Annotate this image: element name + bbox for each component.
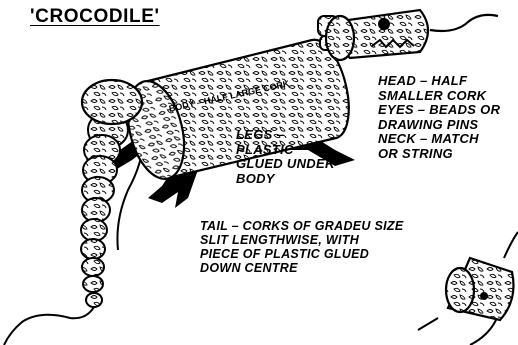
- tail-string: [4, 307, 94, 345]
- hip-cork: [82, 80, 142, 124]
- tail-annotation: TAIL – CORKS OF GRADEU SIZE SLIT LENGTHW…: [200, 219, 404, 275]
- legs-annotation: LEGS – PLASTIC GLUED UNDER BODY: [236, 128, 335, 186]
- head-cork: [326, 10, 498, 60]
- string-snout: [430, 15, 498, 31]
- small-cork-detail: [418, 232, 518, 345]
- diagram-title: 'CROCODILE': [30, 6, 160, 27]
- head-annotation: HEAD – HALF SMALLER CORK EYES – BEADS OR…: [378, 74, 500, 161]
- eye-bead: [378, 18, 390, 30]
